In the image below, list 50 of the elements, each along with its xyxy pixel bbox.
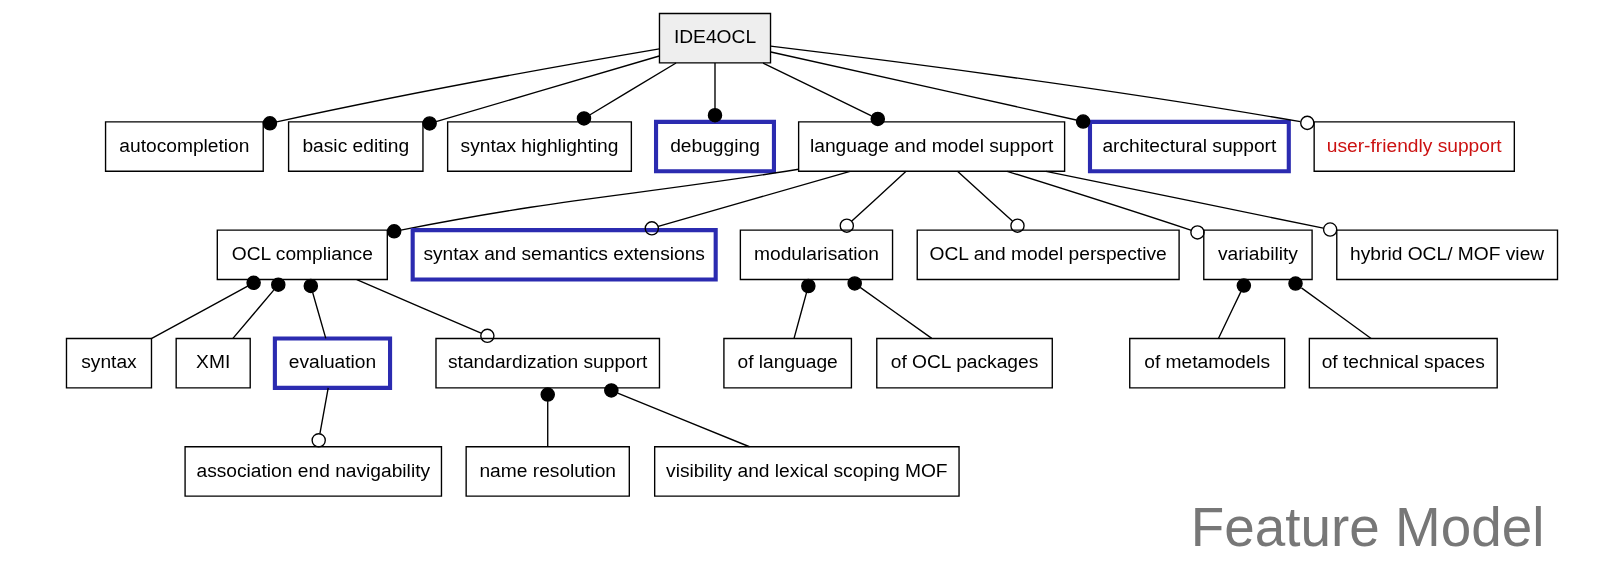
connector <box>769 51 1090 129</box>
connector <box>1044 170 1337 237</box>
node-box: visibility and lexical scoping MOF <box>653 446 960 497</box>
connector <box>769 45 1315 131</box>
node-box: modularisation <box>739 229 893 281</box>
node-box: syntax <box>65 337 152 389</box>
node-box: user-friendly support <box>1312 121 1515 172</box>
connector <box>1287 276 1372 340</box>
node-box: evaluation <box>272 336 392 390</box>
node-box: of technical spaces <box>1308 337 1498 389</box>
connector <box>644 170 851 236</box>
node-box: architectural support <box>1087 119 1291 174</box>
node-box: syntax and semantics extensions <box>410 228 718 282</box>
node-box: variability <box>1202 229 1313 281</box>
caption: Feature Model <box>1190 495 1544 558</box>
node-box: debugging <box>653 119 776 174</box>
node-box: association end navigability <box>183 446 442 497</box>
node-box: syntax highlighting <box>446 121 632 172</box>
node-box: IDE4OCL <box>658 12 771 64</box>
node-box: basic editing <box>287 121 424 172</box>
node-box: of OCL packages <box>875 337 1053 389</box>
connector <box>355 278 495 344</box>
connector <box>576 62 677 126</box>
node-box: hybrid OCL/ MOF view <box>1335 229 1558 281</box>
connector <box>539 387 555 448</box>
connector <box>603 383 750 448</box>
connector <box>421 55 660 131</box>
node-box: language and model support <box>797 121 1065 172</box>
connector <box>1217 278 1251 340</box>
node-box: of metamodels <box>1128 337 1285 389</box>
connector <box>761 62 885 127</box>
node-box: OCL and model perspective <box>916 229 1180 281</box>
connector <box>1006 170 1205 240</box>
node-box: OCL compliance <box>216 229 388 281</box>
connector <box>303 278 326 340</box>
connector <box>262 48 660 131</box>
connector <box>839 170 907 233</box>
connector <box>310 387 329 448</box>
connector <box>231 277 286 340</box>
connector <box>150 275 261 340</box>
node-box: autocompletion <box>104 121 264 172</box>
node-box: standardization support <box>434 337 660 389</box>
connector <box>956 170 1025 233</box>
connector <box>792 278 816 340</box>
connector <box>846 276 932 340</box>
node-box: name resolution <box>464 446 630 497</box>
connector <box>386 168 799 239</box>
node-box: of language <box>722 337 852 389</box>
connector <box>707 62 722 123</box>
node-box: XMI <box>175 337 251 389</box>
